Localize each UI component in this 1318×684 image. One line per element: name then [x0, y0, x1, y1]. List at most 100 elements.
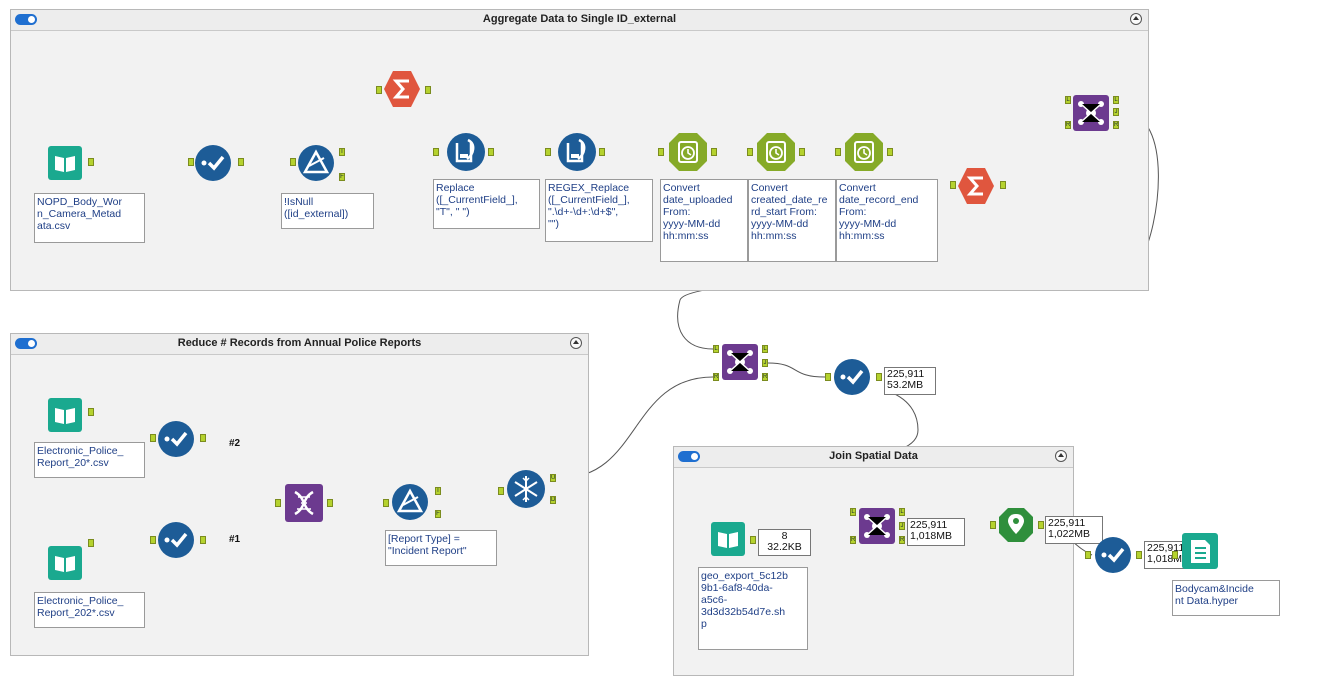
output-port[interactable] [425, 86, 431, 94]
right-output-port[interactable]: R [762, 373, 768, 381]
join-tool[interactable] [858, 507, 896, 545]
output-port[interactable] [1038, 521, 1044, 529]
join-output-port[interactable]: J [1113, 108, 1119, 116]
input-port[interactable] [275, 499, 281, 507]
left-output-port[interactable]: L [899, 508, 905, 516]
duplicate-output-port[interactable]: D [550, 496, 556, 504]
true-output-port[interactable]: T [339, 148, 345, 156]
select-tool[interactable] [157, 521, 195, 559]
container-toggle[interactable] [15, 14, 37, 25]
input-port[interactable] [950, 181, 956, 189]
join-output-port[interactable]: J [899, 522, 905, 530]
collapse-icon[interactable] [1055, 450, 1067, 462]
snowflake-icon [507, 470, 545, 508]
left-output-port[interactable]: L [1113, 96, 1119, 104]
container-toggle[interactable] [678, 451, 700, 462]
select-tool[interactable] [1094, 536, 1132, 574]
collapse-icon[interactable] [1130, 13, 1142, 25]
output-port[interactable] [799, 148, 805, 156]
formula-tool[interactable] [446, 132, 486, 172]
collapse-icon[interactable] [570, 337, 582, 349]
left-input-port[interactable]: L [1065, 96, 1071, 104]
unique-output-port[interactable]: U [550, 474, 556, 482]
input-port[interactable] [747, 148, 753, 156]
input-port[interactable] [545, 148, 551, 156]
spatial-match-tool[interactable] [998, 507, 1034, 543]
output-port[interactable] [200, 536, 206, 544]
input-port[interactable] [150, 434, 156, 442]
left-input-port[interactable]: L [850, 508, 856, 516]
clock-icon [845, 133, 883, 171]
true-output-port[interactable]: T [435, 487, 441, 495]
datetime-tool[interactable] [844, 132, 884, 172]
input-port[interactable] [990, 521, 996, 529]
filter-tool[interactable] [297, 144, 335, 182]
output-port[interactable] [488, 148, 494, 156]
unique-tool[interactable] [506, 469, 546, 509]
right-input-port[interactable]: R [850, 536, 856, 544]
input-port[interactable] [825, 373, 831, 381]
input-port[interactable] [658, 148, 664, 156]
summarize-tool[interactable] [957, 167, 995, 205]
input-port[interactable] [433, 148, 439, 156]
output-port[interactable] [876, 373, 882, 381]
left-input-port[interactable]: L [713, 345, 719, 353]
input-port[interactable] [498, 487, 504, 495]
right-output-port[interactable]: R [1113, 121, 1119, 129]
union-tool[interactable] [284, 483, 324, 523]
formula-tool[interactable] [557, 132, 597, 172]
input-data-tool[interactable] [47, 397, 83, 433]
join-tool[interactable] [721, 343, 759, 381]
output-port[interactable] [887, 148, 893, 156]
tool-annotation: REGEX_Replace ([_CurrentField_], ".\d+-\… [545, 179, 653, 242]
book-icon [48, 398, 82, 432]
right-output-port[interactable]: R [899, 536, 905, 544]
false-output-port[interactable]: F [339, 173, 345, 181]
record-count: 225,911 1,022MB [1045, 516, 1103, 544]
input-port[interactable] [150, 536, 156, 544]
output-port[interactable] [750, 536, 756, 544]
input-port[interactable] [1172, 551, 1178, 559]
input-data-tool[interactable] [710, 521, 746, 557]
input-data-tool[interactable] [47, 545, 83, 581]
output-port[interactable] [327, 499, 333, 507]
right-input-port[interactable]: R [713, 373, 719, 381]
datetime-tool[interactable] [756, 132, 796, 172]
container-join-spatial[interactable]: Join Spatial Data [673, 446, 1074, 676]
input-port[interactable] [1085, 551, 1091, 559]
left-output-port[interactable]: L [762, 345, 768, 353]
output-port[interactable] [1136, 551, 1142, 559]
output-port[interactable] [238, 158, 244, 166]
output-port[interactable] [599, 148, 605, 156]
join-output-port[interactable]: J [762, 359, 768, 367]
output-data-tool[interactable] [1181, 532, 1219, 570]
summarize-tool[interactable] [383, 70, 421, 108]
input-data-tool[interactable] [47, 145, 83, 181]
book-icon [711, 522, 745, 556]
input-port[interactable] [376, 86, 382, 94]
container-toggle[interactable] [15, 338, 37, 349]
output-port[interactable] [88, 408, 94, 416]
tool-annotation: geo_export_5c12b 9b1-6af8-40da- a5c6- 3d… [698, 567, 808, 650]
output-port[interactable] [88, 539, 94, 547]
input-port[interactable] [383, 499, 389, 507]
select-tool[interactable] [157, 420, 195, 458]
output-port[interactable] [711, 148, 717, 156]
join-nodes-icon [859, 508, 895, 544]
filter-tool[interactable] [391, 483, 429, 521]
input-port[interactable] [835, 148, 841, 156]
output-port[interactable] [200, 434, 206, 442]
output-port[interactable] [88, 158, 94, 166]
join-tool[interactable] [1072, 94, 1110, 132]
select-tool[interactable] [833, 358, 871, 396]
container-header: Join Spatial Data [674, 447, 1073, 468]
beaker-icon [558, 133, 596, 171]
checkmark-icon [195, 145, 231, 181]
false-output-port[interactable]: F [435, 510, 441, 518]
select-tool[interactable] [194, 144, 232, 182]
output-port[interactable] [1000, 181, 1006, 189]
input-port[interactable] [188, 158, 194, 166]
input-port[interactable] [290, 158, 296, 166]
datetime-tool[interactable] [668, 132, 708, 172]
right-input-port[interactable]: R [1065, 121, 1071, 129]
